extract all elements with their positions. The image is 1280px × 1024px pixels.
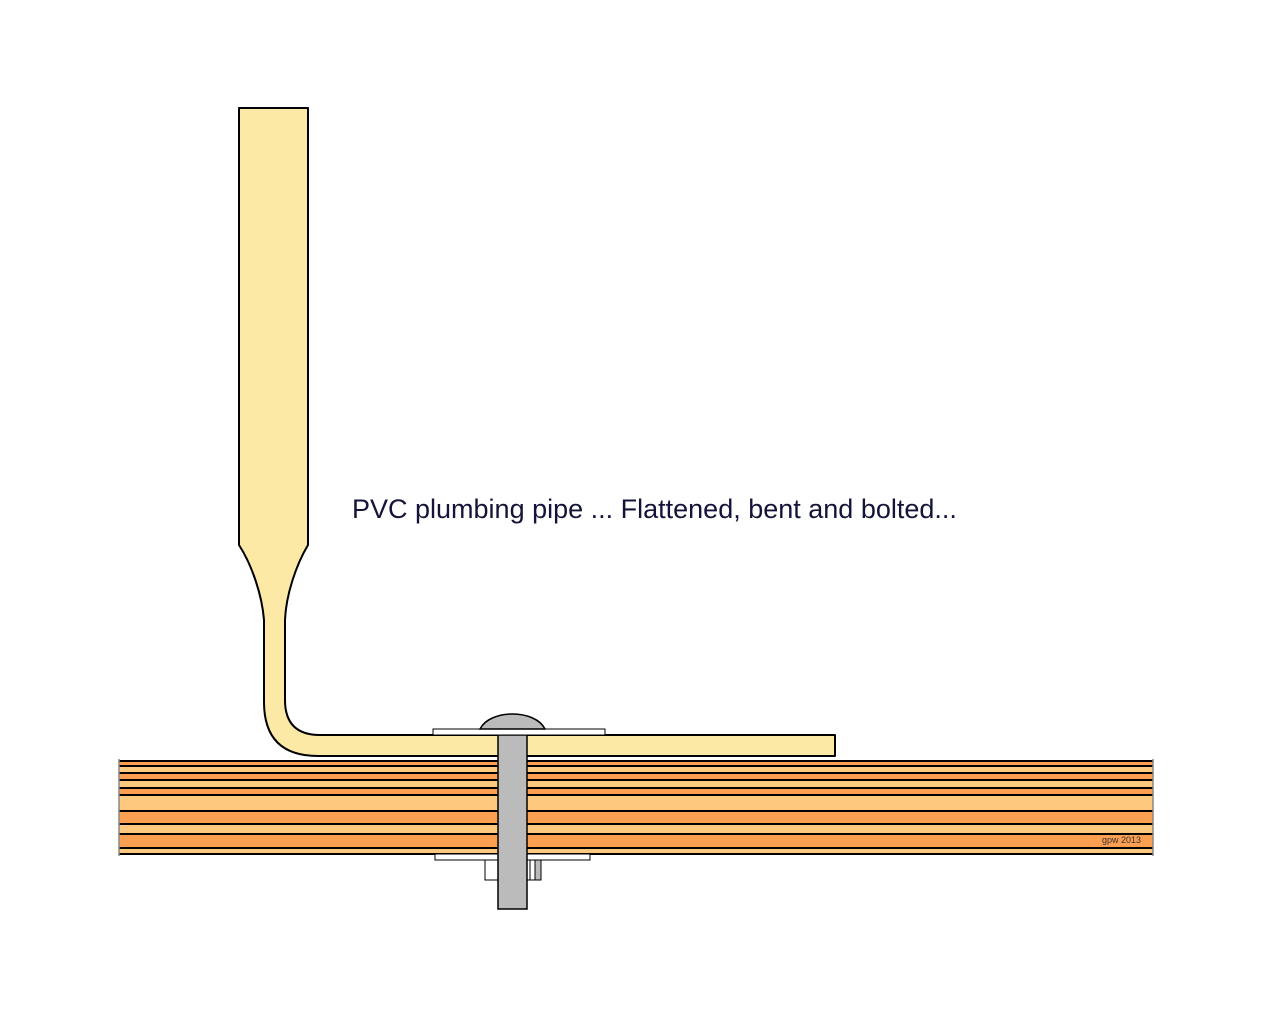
diagram-caption: PVC plumbing pipe ... Flattened, bent an… (352, 494, 957, 524)
board-layer (119, 795, 1153, 811)
board-layer (119, 824, 1153, 834)
upper-washer (432, 728, 606, 736)
board-layer (119, 761, 1153, 766)
pvc-pipe (238, 107, 836, 757)
board-layer (119, 766, 1153, 773)
board (118, 759, 1154, 856)
board-layer (119, 788, 1153, 795)
board-lamination-lines (119, 760, 1153, 855)
board-layer (119, 780, 1153, 788)
board-layer (119, 811, 1153, 824)
board-layer (119, 773, 1153, 780)
bolt-shaft (497, 734, 528, 910)
nut-side (534, 859, 542, 881)
board-layer (119, 834, 1153, 848)
author-credit: gpw 2013 (1102, 835, 1142, 845)
bolt-head (478, 713, 547, 730)
board-layer (119, 848, 1153, 854)
